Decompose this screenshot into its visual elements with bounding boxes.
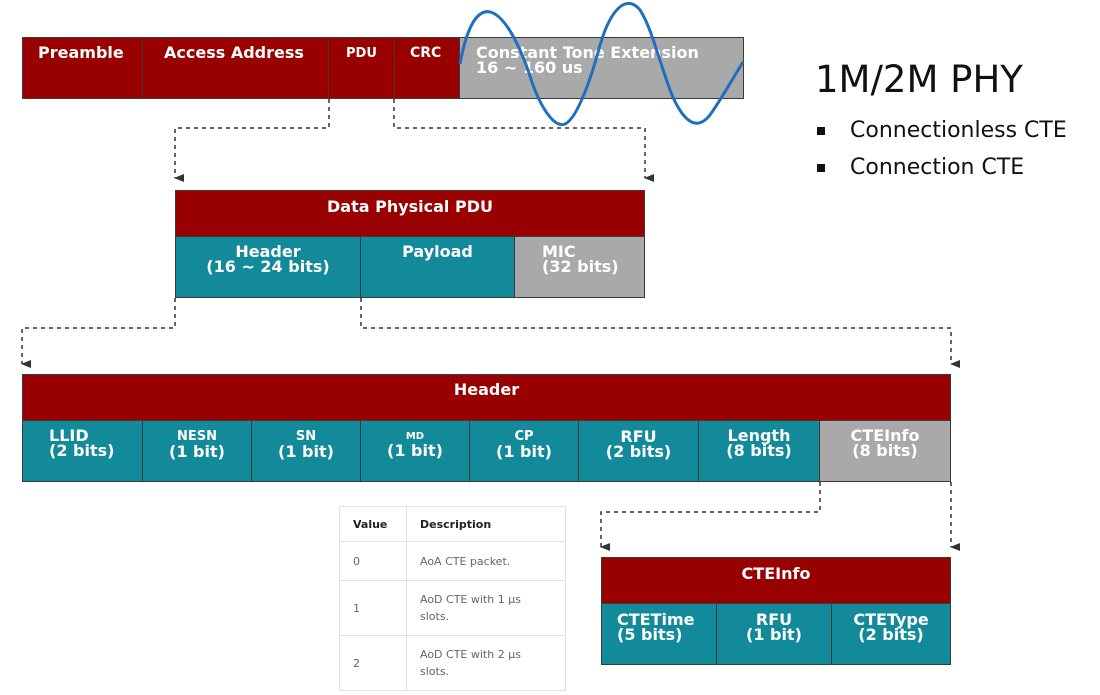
- data-pdu-payload: Payload: [360, 236, 515, 298]
- cteinfo-to-fields-arrow-left: [600, 482, 821, 551]
- table-cell-description: AoD CTE with 1 µs slots.: [406, 580, 566, 636]
- header-field-md: MD (1 bit): [360, 420, 470, 482]
- table-header-description: Description: [406, 506, 566, 542]
- header-field-llid: LLID (2 bits): [22, 420, 143, 482]
- access-address-label: Access Address: [164, 43, 304, 62]
- cteinfo-field-bits: (2 bits): [858, 625, 924, 644]
- header-field-name: Length: [727, 426, 791, 445]
- data-pdu-title-bar: Data Physical PDU: [175, 190, 645, 237]
- phy-bullet-label: Connectionless CTE: [850, 118, 1067, 143]
- header-field-name: CP: [514, 429, 534, 444]
- header-field-bits: (2 bits): [49, 441, 115, 460]
- cteinfo-title-bar: CTEInfo: [601, 557, 951, 604]
- bullet-square-icon: [817, 163, 825, 172]
- table-cell-description: AoA CTE packet.: [406, 541, 566, 581]
- header-field-sn: SN (1 bit): [251, 420, 361, 482]
- table-cell-value: 2: [339, 635, 407, 691]
- phy-bullet-item: Connectionless CTE: [815, 112, 1067, 149]
- header-title: Header: [453, 380, 520, 399]
- table-cell-value: 0: [339, 541, 407, 581]
- cte-range: 16 ~ 160 us: [476, 58, 583, 77]
- phy-bullet-item: Connection CTE: [815, 149, 1067, 186]
- data-pdu-mic-bits: (32 bits): [542, 257, 619, 276]
- header-title-bar: Header: [22, 374, 951, 421]
- table-header-value: Value: [339, 506, 407, 542]
- pdu-to-data-pdu-arrow-left: [174, 99, 330, 182]
- cteinfo-field-name: CTEType: [853, 610, 929, 629]
- crc-label: CRC: [410, 45, 442, 61]
- data-pdu-header: Header (16 ~ 24 bits): [175, 236, 361, 298]
- pdu-field: PDU: [328, 37, 395, 99]
- header-field-name: NESN: [176, 429, 217, 444]
- cteinfo-field-ctetime: CTETime (5 bits): [601, 603, 717, 665]
- data-pdu-header-bits: (16 ~ 24 bits): [206, 257, 330, 276]
- header-field-name: CTEInfo: [850, 426, 920, 445]
- header-field-bits: (1 bit): [169, 442, 225, 461]
- cteinfo-title: CTEInfo: [741, 564, 811, 583]
- phy-bullet-label: Connection CTE: [850, 155, 1025, 180]
- cteinfo-field-rfu: RFU (1 bit): [716, 603, 832, 665]
- cteinfo-field-name: CTETime: [617, 610, 695, 629]
- cteinfo-field-bits: (1 bit): [746, 625, 802, 644]
- header-field-cp: CP (1 bit): [469, 420, 579, 482]
- data-pdu-mic: MIC (32 bits): [514, 236, 645, 298]
- table-cell-description: AoD CTE with 2 µs slots.: [406, 635, 566, 691]
- header-field-bits: (2 bits): [605, 442, 672, 461]
- header-field-length: Length (8 bits): [698, 420, 820, 482]
- table-cell-value: 1: [339, 580, 407, 636]
- header-field-name: LLID: [49, 426, 89, 445]
- header-field-name: SN: [295, 429, 317, 444]
- header-field-bits: (1 bit): [278, 442, 334, 461]
- table-row: 0 AoA CTE packet.: [339, 541, 566, 581]
- crc-field: CRC: [394, 37, 460, 99]
- header-to-fields-arrow-right: [360, 298, 960, 368]
- data-pdu-mic-label: MIC: [542, 242, 576, 261]
- header-field-bits: (1 bit): [387, 441, 443, 460]
- table-header-row: Value Description: [339, 506, 566, 542]
- pdu-label: PDU: [346, 46, 377, 61]
- header-field-cteinfo: CTEInfo (8 bits): [819, 420, 951, 482]
- header-field-name: MD: [405, 431, 425, 442]
- phy-title: 1M/2M PHY: [815, 58, 1023, 101]
- header-to-fields-arrow-left: [21, 298, 176, 368]
- header-field-rfu: RFU (2 bits): [578, 420, 699, 482]
- pdu-to-data-pdu-arrow-right: [393, 99, 654, 182]
- cteinfo-field-bits: (5 bits): [617, 625, 683, 644]
- data-pdu-payload-label: Payload: [402, 242, 473, 261]
- bullet-square-icon: [817, 126, 825, 135]
- preamble-field: Preamble: [22, 37, 143, 99]
- data-pdu-header-label: Header: [235, 242, 301, 261]
- header-field-bits: (8 bits): [726, 441, 792, 460]
- data-pdu-title: Data Physical PDU: [327, 197, 493, 216]
- cteinfo-field-ctetype: CTEType (2 bits): [831, 603, 951, 665]
- preamble-label: Preamble: [38, 43, 124, 62]
- header-field-nesn: NESN (1 bit): [142, 420, 252, 482]
- access-address-field: Access Address: [142, 37, 329, 99]
- header-field-bits: (8 bits): [852, 441, 918, 460]
- table-row: 1 AoD CTE with 1 µs slots.: [339, 580, 566, 636]
- phy-bullet-list: Connectionless CTE Connection CTE: [815, 112, 1067, 186]
- cte-type-table: Value Description 0 AoA CTE packet. 1 Ao…: [339, 506, 566, 691]
- cteinfo-field-name: RFU: [755, 610, 793, 629]
- header-field-name: RFU: [620, 427, 657, 446]
- cte-field: Constant Tone Extension 16 ~ 160 us: [459, 37, 744, 99]
- header-field-bits: (1 bit): [496, 442, 552, 461]
- table-row: 2 AoD CTE with 2 µs slots.: [339, 635, 566, 691]
